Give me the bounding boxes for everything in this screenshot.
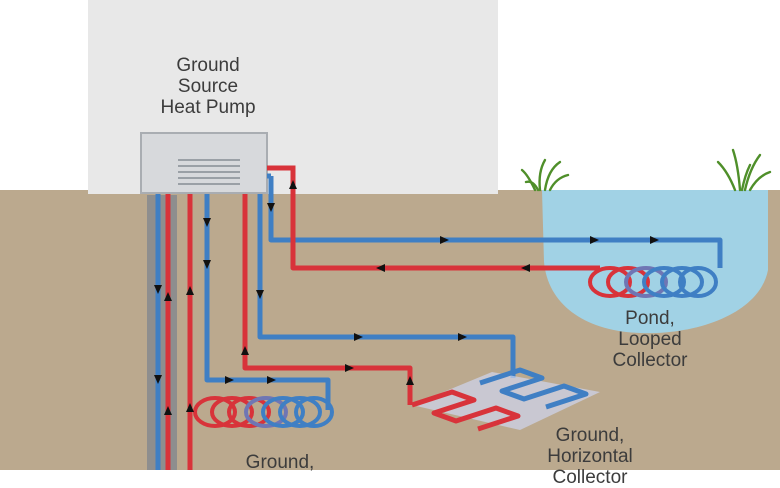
heat-pump-label-line: Heat Pump — [160, 97, 256, 118]
heat-pump-label-line: Source — [177, 76, 239, 97]
grass-tuft-icon — [520, 158, 570, 192]
heat-pump-icon — [140, 132, 268, 194]
horizontal-collector-pipes — [242, 190, 516, 405]
ground-source-heat-pump-diagram — [0, 0, 780, 470]
horizontal-collector-label-line: Ground, — [555, 425, 625, 446]
borehole — [147, 195, 177, 470]
vertical-collector-label: Ground, — [220, 452, 340, 473]
pump-pipe-stubs — [267, 165, 296, 179]
slinky-collector-coils — [193, 396, 334, 428]
pond-collector-coils — [588, 266, 718, 298]
pond-collector-label-line: Pond, — [625, 308, 675, 329]
vertical-collector-pipes — [155, 194, 171, 470]
heat-pump-label-line: Ground — [176, 55, 240, 76]
pond-collector-label-line: Looped — [618, 329, 682, 350]
pond-collector-label: Pond, Looped Collector — [590, 308, 710, 371]
heat-pump-label: Ground Source Heat Pump — [138, 55, 278, 118]
horizontal-collector-label: Ground, Horizontal Collector — [520, 425, 660, 488]
pond-collector-label-line: Collector — [612, 350, 688, 371]
horizontal-collector-label-line: Horizontal — [547, 446, 633, 467]
grass-tuft-icon — [716, 148, 772, 192]
vertical-collector-label-line: Ground, — [245, 452, 315, 473]
horizontal-collector-label-line: Collector — [552, 467, 628, 488]
flow-arrow-icon — [154, 180, 659, 415]
horizontal-collector-grid — [411, 367, 600, 432]
pond — [542, 190, 768, 334]
